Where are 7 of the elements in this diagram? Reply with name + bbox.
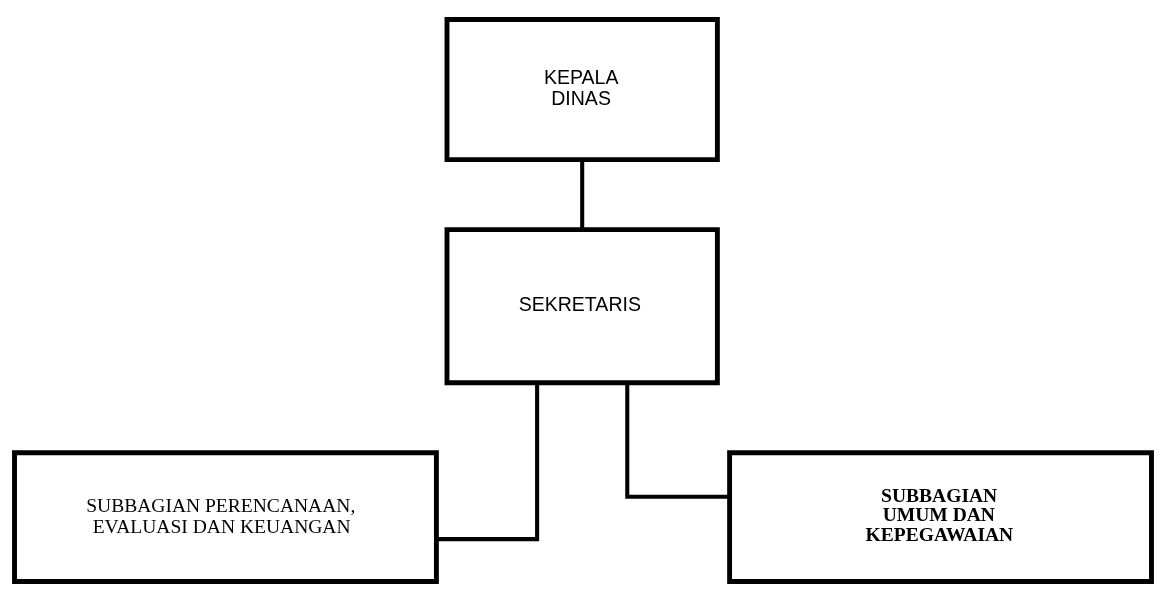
node-box: SUBBAGIAN UMUM DAN KEPEGAWAIAN <box>727 449 1154 584</box>
node-box: SUBBAGIAN PERENCANAAN, EVALUASI DAN KEUANGAN <box>12 449 439 584</box>
node-box: SEKRETARIS <box>444 226 720 385</box>
connector <box>580 159 585 229</box>
connector <box>625 382 730 499</box>
connector <box>436 382 540 541</box>
node-box: KEPALA DINAS <box>444 16 720 162</box>
